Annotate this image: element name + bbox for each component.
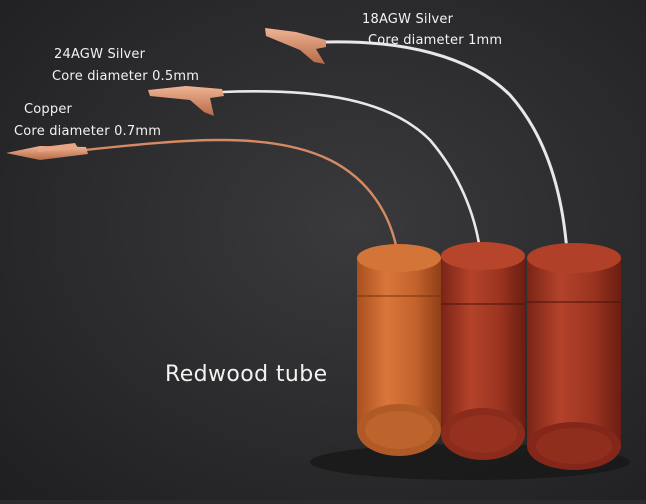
- copper-label: Copper: [24, 102, 73, 117]
- silver-24agw-core-diameter-label: Core diameter 0.5mm: [52, 69, 200, 84]
- silver-18agw-core-diameter-label: Core diameter 1mm: [368, 33, 503, 48]
- copper-alligator-clip: [6, 143, 88, 160]
- silver-wire-18agw: [324, 40, 569, 253]
- redwood-tube-middle: [441, 242, 525, 460]
- silver-24agw-alligator-clip: [148, 86, 224, 116]
- copper-wire: [84, 138, 399, 251]
- redwood-tube-light: [357, 244, 441, 456]
- silver-18agw-alligator-clip: [265, 28, 326, 64]
- silver-18agw-label: 18AGW Silver: [362, 12, 454, 27]
- redwood-tube-right: [527, 243, 621, 470]
- redwood-tube-caption: Redwood tube: [165, 362, 328, 387]
- silver-wire-24agw: [221, 89, 482, 251]
- silver-24agw-label: 24AGW Silver: [54, 47, 146, 62]
- copper-core-diameter-label: Core diameter 0.7mm: [14, 124, 162, 139]
